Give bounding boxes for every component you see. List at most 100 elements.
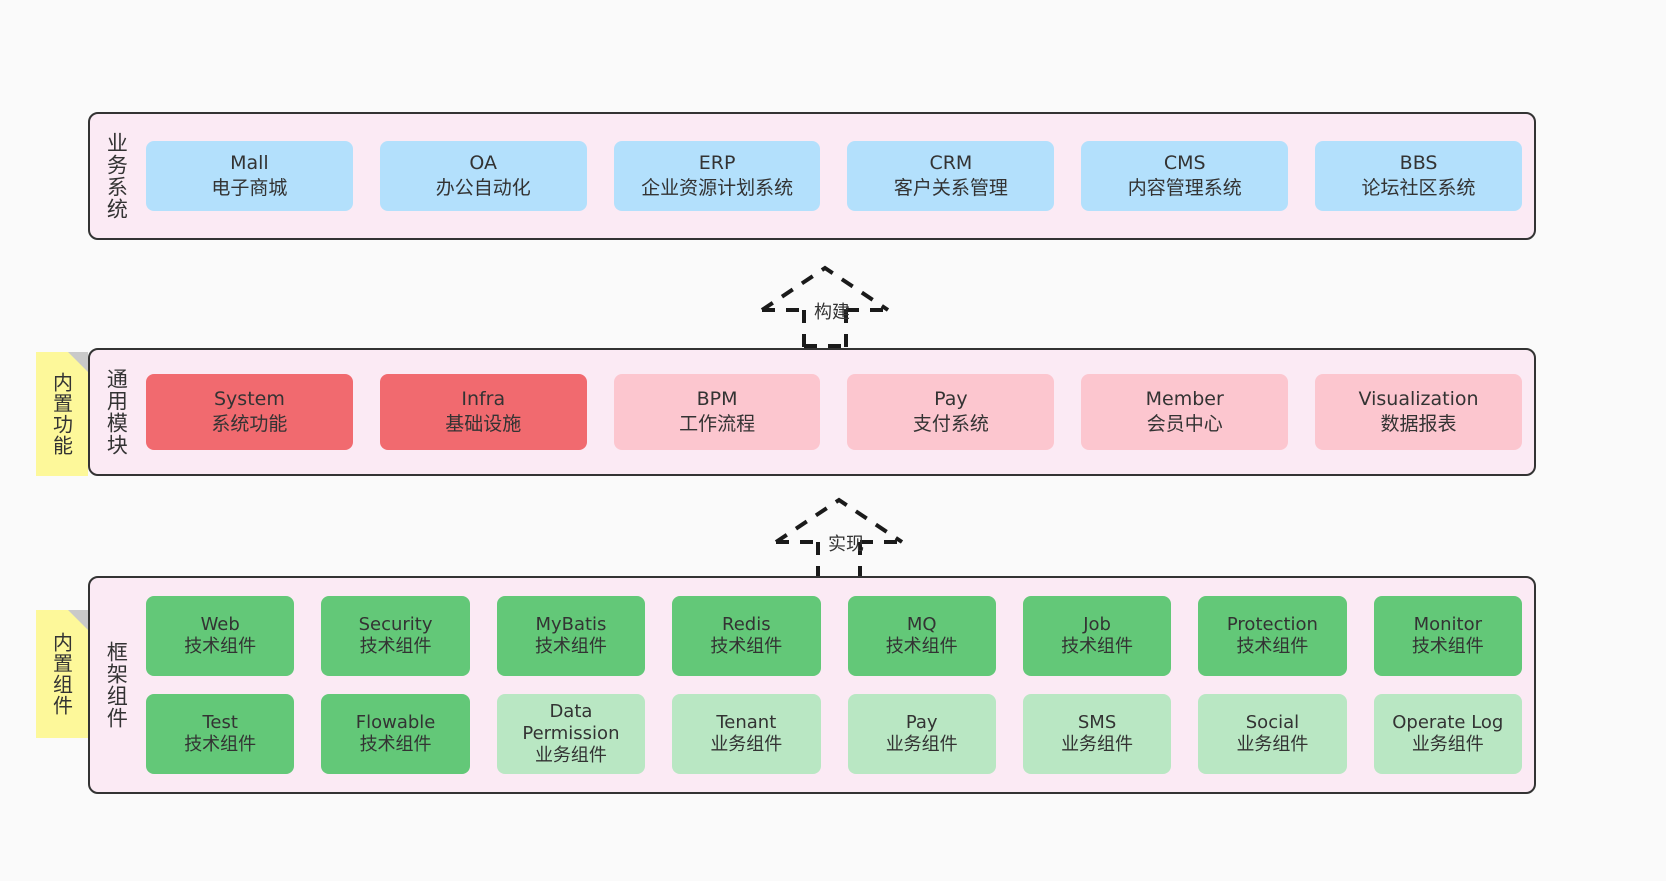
node-mybatis-name: MyBatis [535, 613, 607, 635]
node-infra-desc: 基础设施 [445, 413, 522, 435]
node-social-name: Social [1245, 711, 1300, 733]
node-crm[interactable]: CRM 客户关系管理 [847, 141, 1055, 211]
node-job-desc: 技术组件 [1061, 636, 1134, 657]
layer-common-modules: 通用模块 System 系统功能 Infra 基础设施 BPM 工作流程 Pay… [88, 348, 1536, 476]
node-operate-log[interactable]: Operate Log 业务组件 [1373, 694, 1522, 774]
node-tenant[interactable]: Tenant 业务组件 [672, 694, 821, 774]
node-visualization-desc: 数据报表 [1380, 413, 1457, 435]
node-job-name: Job [1083, 613, 1111, 635]
node-test-desc: 技术组件 [184, 734, 257, 755]
layer-framework-body: Web 技术组件 Security 技术组件 MyBatis 技术组件 Redi… [142, 578, 1534, 792]
layer-framework-components: 框架组件 Web 技术组件 Security 技术组件 MyBatis 技术组件… [88, 576, 1536, 794]
node-pay-module[interactable]: Pay 支付系统 [847, 374, 1055, 450]
common-node-row: System 系统功能 Infra 基础设施 BPM 工作流程 Pay 支付系统… [146, 374, 1522, 450]
node-sms-desc: 业务组件 [1061, 734, 1134, 755]
node-mall[interactable]: Mall 电子商城 [146, 141, 353, 211]
node-system[interactable]: System 系统功能 [146, 374, 353, 450]
node-flowable-desc: 技术组件 [359, 734, 432, 755]
node-web-desc: 技术组件 [184, 636, 257, 657]
node-job[interactable]: Job 技术组件 [1022, 596, 1172, 676]
node-mq-desc: 技术组件 [885, 636, 958, 657]
node-cms[interactable]: CMS 内容管理系统 [1081, 141, 1289, 211]
node-visualization-name: Visualization [1358, 387, 1479, 410]
node-sms-name: SMS [1077, 711, 1117, 733]
node-member-desc: 会员中心 [1146, 413, 1223, 435]
layer-common-body: System 系统功能 Infra 基础设施 BPM 工作流程 Pay 支付系统… [142, 350, 1534, 474]
node-pay-component[interactable]: Pay 业务组件 [847, 694, 996, 774]
node-member-name: Member [1145, 387, 1224, 410]
framework-tech-row: Web 技术组件 Security 技术组件 MyBatis 技术组件 Redi… [146, 596, 1522, 676]
sticky-note-builtin-component: 内置组件 [36, 610, 88, 738]
node-security-name: Security [358, 613, 433, 635]
node-erp-desc: 企业资源计划系统 [641, 177, 794, 199]
node-bpm-name: BPM [696, 387, 738, 410]
node-web[interactable]: Web 技术组件 [146, 596, 295, 676]
connector-build-icon [760, 265, 890, 348]
node-bpm[interactable]: BPM 工作流程 [613, 374, 821, 450]
node-mall-desc: 电子商城 [211, 177, 288, 199]
business-node-row: Mall 电子商城 OA 办公自动化 ERP 企业资源计划系统 CRM 客户关系… [146, 141, 1522, 211]
node-crm-name: CRM [929, 151, 973, 174]
node-pay-module-name: Pay [934, 387, 968, 410]
node-bpm-desc: 工作流程 [679, 413, 756, 435]
node-web-name: Web [200, 613, 240, 635]
node-data-permission-desc: 业务组件 [534, 745, 607, 767]
node-security[interactable]: Security 技术组件 [321, 596, 470, 676]
node-member[interactable]: Member 会员中心 [1081, 374, 1289, 450]
connector-implement-label: 实现 [828, 534, 864, 555]
node-sms[interactable]: SMS 业务组件 [1022, 694, 1172, 774]
node-mall-name: Mall [230, 151, 269, 174]
node-tenant-desc: 业务组件 [710, 734, 783, 755]
node-monitor-desc: 技术组件 [1411, 636, 1484, 657]
node-bbs-name: BBS [1399, 151, 1438, 174]
sticky-fold-corner-icon [68, 610, 88, 630]
node-system-name: System [213, 387, 285, 410]
node-mq-name: MQ [906, 613, 937, 635]
node-pay-component-name: Pay [905, 711, 938, 733]
node-system-desc: 系统功能 [211, 413, 288, 435]
node-data-permission[interactable]: Data Permission 业务组件 [496, 694, 646, 774]
node-erp[interactable]: ERP 企业资源计划系统 [613, 141, 821, 211]
sticky-note-builtin-function: 内置功能 [36, 352, 88, 476]
layer-business-title: 业务系统 [104, 132, 129, 220]
sticky-note-builtin-component-label: 内置组件 [49, 632, 74, 716]
connector-build: 构建 [752, 258, 912, 348]
node-crm-desc: 客户关系管理 [893, 177, 1008, 199]
node-cms-desc: 内容管理系统 [1127, 177, 1242, 199]
node-protection[interactable]: Protection 技术组件 [1198, 596, 1347, 676]
layer-business-body: Mall 电子商城 OA 办公自动化 ERP 企业资源计划系统 CRM 客户关系… [142, 114, 1534, 238]
node-pay-component-desc: 业务组件 [885, 734, 958, 755]
node-operate-log-desc: 业务组件 [1411, 734, 1484, 755]
connector-build-label: 构建 [814, 302, 850, 323]
node-mq[interactable]: MQ 技术组件 [847, 596, 996, 676]
layer-common-title: 通用模块 [104, 368, 129, 456]
node-tenant-name: Tenant [716, 711, 777, 733]
node-infra[interactable]: Infra 基础设施 [379, 374, 587, 450]
node-social[interactable]: Social 业务组件 [1198, 694, 1347, 774]
node-mybatis-desc: 技术组件 [534, 636, 607, 657]
framework-business-row: Test 技术组件 Flowable 技术组件 Data Permission … [146, 694, 1522, 774]
node-infra-name: Infra [461, 387, 506, 410]
node-pay-module-desc: 支付系统 [912, 413, 989, 435]
node-mybatis[interactable]: MyBatis 技术组件 [496, 596, 646, 676]
node-protection-desc: 技术组件 [1236, 636, 1309, 657]
node-test[interactable]: Test 技术组件 [146, 694, 295, 774]
node-social-desc: 业务组件 [1236, 734, 1309, 755]
layer-framework-title: 框架组件 [104, 641, 129, 729]
node-oa-name: OA [469, 151, 498, 174]
sticky-note-builtin-function-label: 内置功能 [49, 372, 74, 456]
node-bbs-desc: 论坛社区系统 [1361, 177, 1476, 199]
connector-implement: 实现 [766, 490, 926, 580]
node-monitor-name: Monitor [1413, 613, 1483, 635]
node-bbs[interactable]: BBS 论坛社区系统 [1315, 141, 1522, 211]
node-flowable[interactable]: Flowable 技术组件 [321, 694, 470, 774]
node-test-name: Test [202, 711, 238, 733]
node-visualization[interactable]: Visualization 数据报表 [1315, 374, 1522, 450]
node-erp-name: ERP [698, 151, 736, 174]
node-oa[interactable]: OA 办公自动化 [379, 141, 587, 211]
node-redis[interactable]: Redis 技术组件 [672, 596, 821, 676]
sticky-fold-corner-icon [68, 352, 88, 372]
node-protection-name: Protection [1226, 613, 1318, 635]
node-monitor[interactable]: Monitor 技术组件 [1373, 596, 1522, 676]
